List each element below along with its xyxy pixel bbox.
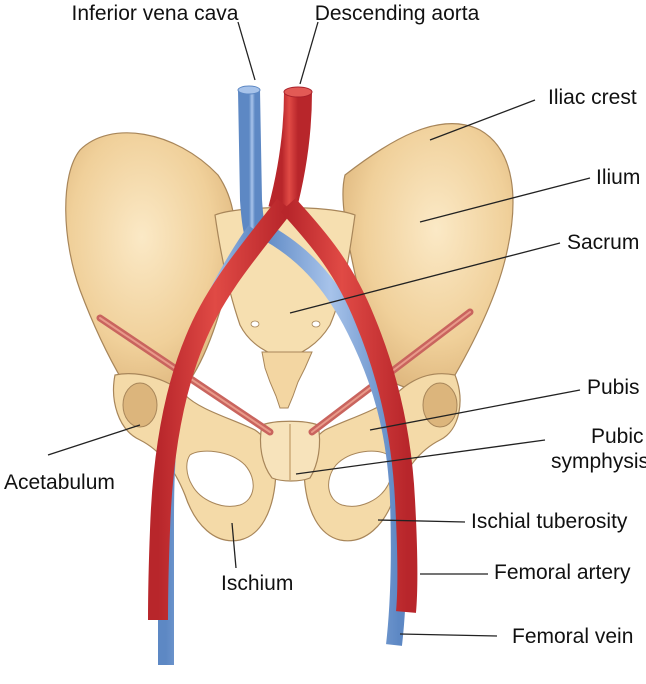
- arteries: [148, 86, 418, 621]
- leader-descending-aorta: [299, 21, 319, 85]
- coccyx: [261, 351, 313, 409]
- sacral-foramen: [250, 320, 260, 328]
- left-femoral-artery: [148, 198, 293, 621]
- leader-pubic-symphysis: [295, 439, 546, 475]
- sacral-foramen: [311, 320, 321, 328]
- label-descending-aorta: Descending aorta: [315, 2, 480, 25]
- right-acetabulum-socket: [422, 382, 458, 428]
- left-obturator: [186, 450, 254, 507]
- leader-ilium: [419, 177, 591, 223]
- left-acetabulum-socket: [122, 382, 158, 428]
- label-ilium: Ilium: [596, 166, 640, 189]
- leader-sacrum: [289, 242, 561, 314]
- label-pubic-symphysis-line2: symphysis: [551, 450, 646, 473]
- label-femoral-artery: Femoral artery: [494, 561, 631, 584]
- label-inferior-vena-cava: Inferior vena cava: [72, 2, 239, 25]
- leader-lines: [47, 21, 591, 637]
- leader-pubis: [369, 389, 581, 431]
- inferior-vena-cava: [238, 89, 266, 236]
- leader-ischium: [231, 522, 237, 569]
- label-sacrum: Sacrum: [567, 231, 639, 254]
- label-pubic-symphysis-line1: Pubic: [591, 425, 644, 448]
- aorta-opening: [283, 86, 313, 98]
- leader-ischial-tuberosity: [377, 519, 466, 523]
- leader-iliac-crest: [429, 99, 536, 141]
- descending-aorta: [268, 91, 312, 214]
- label-pubis: Pubis: [587, 376, 640, 399]
- leader-acetabulum: [47, 424, 141, 456]
- label-ischial-tuberosity: Ischial tuberosity: [471, 510, 628, 533]
- ivc-opening: [237, 85, 261, 95]
- label-acetabulum: Acetabulum: [4, 471, 115, 494]
- leader-femoral-vein: [399, 633, 498, 637]
- right-ilium: [342, 122, 514, 390]
- label-ischium: Ischium: [221, 572, 293, 595]
- label-iliac-crest: Iliac crest: [548, 86, 637, 109]
- labels: Inferior vena cava Descending aorta Ilia…: [4, 2, 646, 648]
- right-femoral-artery: [280, 198, 418, 613]
- leader-inferior-vena-cava: [237, 21, 256, 81]
- label-femoral-vein: Femoral vein: [512, 625, 633, 648]
